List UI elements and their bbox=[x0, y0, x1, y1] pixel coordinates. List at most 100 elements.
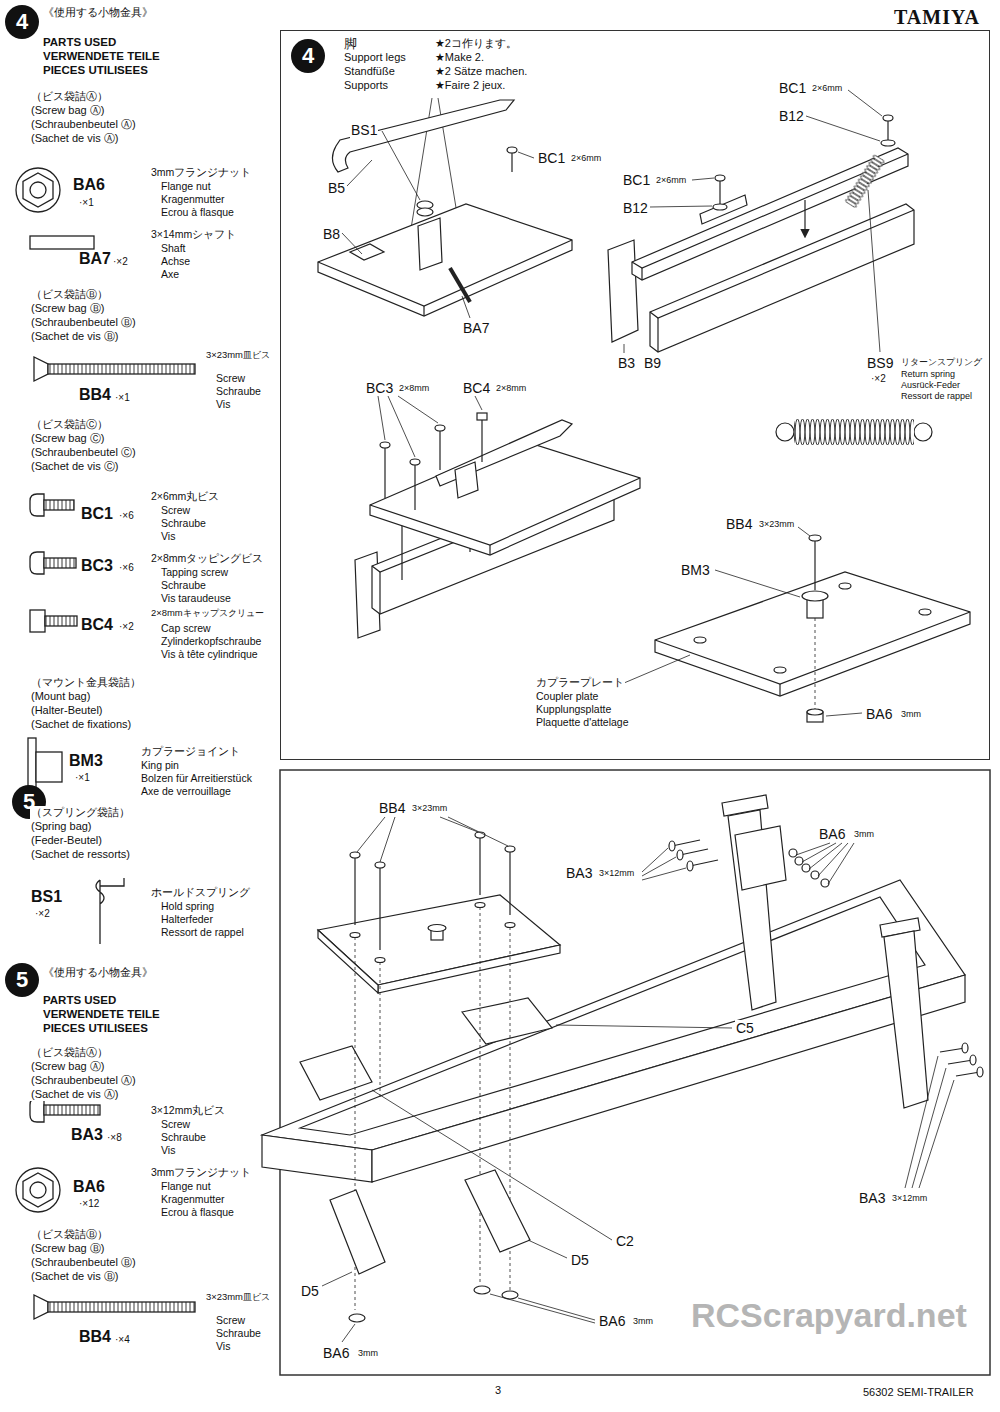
callout-label: BA7 bbox=[462, 320, 490, 336]
footer-text: 56302 SEMI-TRAILER bbox=[862, 1386, 975, 1399]
part-description: Plaquette d'attelage bbox=[535, 716, 630, 728]
panel-heading: Standfüße bbox=[343, 65, 396, 78]
part-description: Ressort de rappel bbox=[900, 391, 973, 401]
part-description: Flange nut bbox=[160, 1180, 212, 1192]
bag-heading: (Mount bag) bbox=[30, 690, 91, 703]
brand-name: TAMIYA bbox=[893, 6, 981, 29]
part-description: Bolzen für Arreitierstück bbox=[140, 772, 253, 784]
section-heading: VERWENDETE TEILE bbox=[42, 1008, 161, 1021]
part-description: ホールドスプリング bbox=[150, 886, 251, 898]
part-description: 3×23mm皿ビス bbox=[205, 350, 271, 361]
part-code: BA3 bbox=[70, 1126, 104, 1144]
part-description: カプラープレート bbox=[535, 676, 625, 688]
callout-label: BC3 bbox=[365, 380, 394, 396]
step-number: 5 bbox=[16, 969, 28, 991]
bag-heading: (Schraubenbeutel Ⓑ) bbox=[30, 1256, 137, 1269]
bag-heading: (Sachet de vis Ⓐ) bbox=[30, 132, 119, 145]
part-description: Achse bbox=[160, 255, 191, 267]
part-description: 3×23mm皿ビス bbox=[205, 1292, 271, 1303]
quantity: ·×4 bbox=[114, 1334, 131, 1346]
part-code: BC1 bbox=[80, 505, 114, 523]
quantity: ·×6 bbox=[118, 562, 135, 574]
part-description: Flange nut bbox=[160, 180, 212, 192]
section-heading: VERWENDETE TEILE bbox=[42, 50, 161, 63]
part-description: Coupler plate bbox=[535, 690, 599, 702]
section-heading: PARTS USED bbox=[42, 994, 117, 1007]
bag-heading: (Schraubenbeutel Ⓑ) bbox=[30, 316, 137, 329]
bag-heading: （マウント金具袋詰） bbox=[30, 676, 142, 689]
bag-heading: 《使用する小物金具》 bbox=[42, 6, 154, 19]
callout-label: BS1 bbox=[350, 122, 378, 138]
bag-heading: （ビス袋詰Ⓒ） bbox=[30, 418, 109, 431]
quantity: ·×2 bbox=[118, 621, 135, 633]
panel-heading: Support legs bbox=[343, 51, 407, 64]
panel-heading: 脚 bbox=[343, 37, 358, 52]
part-code: BM3 bbox=[68, 752, 104, 770]
step-panel-border bbox=[280, 770, 990, 1375]
quantity: ·×2 bbox=[112, 256, 129, 268]
part-icons bbox=[16, 168, 195, 1319]
part-description: Kupplungsplatte bbox=[535, 703, 612, 715]
part-description: Ecrou à flasque bbox=[160, 1206, 235, 1218]
part-description: Axe bbox=[160, 268, 180, 280]
quantity: ·×2 bbox=[34, 908, 51, 920]
part-description: Vis bbox=[160, 530, 176, 542]
dimension: 3mm bbox=[853, 829, 875, 839]
part-description: Tapping screw bbox=[160, 566, 229, 578]
quantity: ·×6 bbox=[118, 510, 135, 522]
part-description: Schraube bbox=[160, 1131, 207, 1143]
bag-heading: （ビス袋詰Ⓑ） bbox=[30, 1228, 109, 1241]
bag-heading: (Sachet de fixations) bbox=[30, 718, 132, 731]
bag-heading: (Schraubenbeutel Ⓐ) bbox=[30, 1074, 137, 1087]
part-description: Kragenmutter bbox=[160, 193, 226, 205]
part-description: Vis bbox=[215, 1340, 231, 1352]
part-description: Zylinderkopfschraube bbox=[160, 635, 262, 647]
callout-label: B3 bbox=[617, 355, 636, 371]
part-description: カプラージョイント bbox=[140, 745, 241, 757]
dimension: 3×12mm bbox=[891, 1193, 928, 1203]
part-description: 2×8mmキャップスクリュー bbox=[150, 608, 265, 619]
bag-heading: (Sachet de vis Ⓐ) bbox=[30, 1088, 119, 1101]
part-code: BA6 bbox=[72, 1178, 106, 1196]
part-code: BA7 bbox=[78, 250, 112, 268]
callout-label: B5 bbox=[327, 180, 346, 196]
dimension: 2×8mm bbox=[398, 383, 430, 393]
part-description: Halterfeder bbox=[160, 913, 214, 925]
part-code: BS1 bbox=[30, 888, 63, 906]
bag-heading: 《使用する小物金具》 bbox=[42, 966, 154, 979]
quantity: ·×8 bbox=[106, 1132, 123, 1144]
callout-label: BC1 bbox=[622, 172, 651, 188]
bag-heading: （ビス袋詰Ⓑ） bbox=[30, 288, 109, 301]
part-description: Return spring bbox=[900, 369, 956, 379]
bag-heading: (Screw bag Ⓑ) bbox=[30, 302, 105, 315]
bag-heading: (Spring bag) bbox=[30, 820, 93, 833]
part-code: BA6 bbox=[72, 176, 106, 194]
step-number-circle: 4 bbox=[5, 5, 39, 39]
part-description: Vis bbox=[215, 398, 231, 410]
part-description: 3×14mmシャフト bbox=[150, 228, 237, 240]
callout-label: BA6 bbox=[598, 1313, 626, 1329]
bag-heading: (Screw bag Ⓑ) bbox=[30, 1242, 105, 1255]
part-description: Ecrou à flasque bbox=[160, 206, 235, 218]
callout-label: B9 bbox=[643, 355, 662, 371]
part-description: Schraube bbox=[215, 1327, 262, 1339]
panel-note: ★2コ作ります。 bbox=[434, 37, 518, 50]
bag-heading: (Schraubenbeutel Ⓒ) bbox=[30, 446, 137, 459]
part-description: 2×8mmタッピングビス bbox=[150, 552, 264, 564]
panel-note: ★2 Sätze machen. bbox=[434, 65, 528, 78]
part-code: BC3 bbox=[80, 557, 114, 575]
part-description: Hold spring bbox=[160, 900, 215, 912]
part-description: Screw bbox=[215, 372, 246, 384]
callout-label: BM3 bbox=[680, 562, 711, 578]
callout-label: BC1 bbox=[778, 80, 807, 96]
part-description: King pin bbox=[140, 759, 180, 771]
part-description: Screw bbox=[160, 504, 191, 516]
dimension: 2×6mm bbox=[655, 175, 687, 185]
quantity: ·×1 bbox=[74, 772, 91, 784]
bag-heading: (Sachet de vis Ⓑ) bbox=[30, 330, 119, 343]
callout-label: B12 bbox=[778, 108, 805, 124]
dimension: 3×12mm bbox=[598, 868, 635, 878]
part-description: Screw bbox=[215, 1314, 246, 1326]
